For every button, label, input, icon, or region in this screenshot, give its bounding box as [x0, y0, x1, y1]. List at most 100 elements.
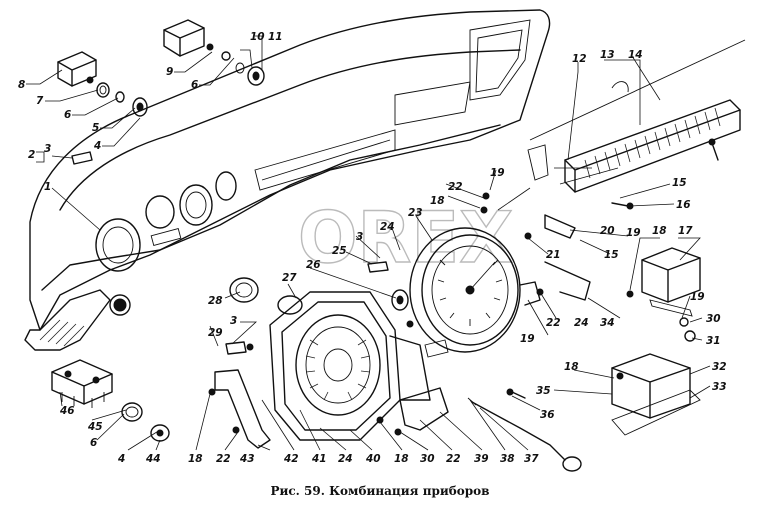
callout-7: 7 — [36, 95, 44, 107]
callout-19-right: 19 — [690, 291, 705, 303]
callout-18-top: 18 — [430, 195, 445, 207]
callout-24-top: 24 — [380, 221, 395, 233]
gauge-26 — [391, 289, 409, 311]
relay-17 — [626, 247, 701, 317]
callout-45: 45 — [87, 421, 103, 433]
callout-26: 26 — [306, 259, 321, 271]
callout-16: 16 — [676, 199, 691, 211]
callout-4: 4 — [93, 140, 101, 152]
callout-43: 43 — [239, 453, 255, 465]
callout-labels: 8 7 6 5 4 2 3 1 9 6 10 11 12 13 14 15 16… — [18, 31, 727, 465]
callout-5: 5 — [92, 122, 99, 134]
callout-38: 38 — [500, 453, 515, 465]
switch-9 — [163, 19, 231, 61]
washers-30-31 — [679, 317, 696, 342]
callout-36: 36 — [540, 409, 555, 421]
callout-10: 10 — [250, 31, 265, 43]
callout-15-low: 15 — [604, 249, 619, 261]
callout-19-low: 19 — [520, 333, 535, 345]
callout-12: 12 — [572, 53, 587, 65]
callout-2: 2 — [28, 149, 35, 161]
callout-40: 40 — [365, 453, 381, 465]
cluster-housing-27 — [269, 291, 431, 441]
dashboard-gauges — [95, 171, 237, 316]
callout-35: 35 — [536, 385, 551, 397]
lamp-3 — [71, 151, 93, 165]
callout-3-mid: 3 — [356, 231, 363, 243]
callout-18-bottom: 18 — [394, 453, 409, 465]
callout-42: 42 — [283, 453, 299, 465]
speedometer-23 — [409, 227, 541, 353]
bracket-34 — [544, 261, 591, 301]
callout-41: 41 — [311, 453, 327, 465]
callout-22-right: 22 — [546, 317, 561, 329]
callout-9: 9 — [166, 66, 173, 78]
bulb-25 — [367, 261, 389, 273]
speedo-cable-37 — [467, 397, 582, 472]
callout-21: 21 — [546, 249, 561, 261]
callout-24-low: 24 — [338, 453, 353, 465]
knob-28 — [229, 277, 259, 303]
callout-44: 44 — [145, 453, 161, 465]
ring-6-top — [115, 91, 125, 103]
bracket-39 — [399, 339, 449, 431]
callout-18-low: 18 — [188, 453, 203, 465]
callout-22-bottom: 22 — [446, 453, 461, 465]
callout-24-right: 24 — [574, 317, 589, 329]
fuse-block-14 — [527, 39, 746, 193]
callout-8: 8 — [18, 79, 25, 91]
knob-5 — [132, 97, 148, 117]
plate-20 — [544, 214, 576, 239]
screw-15 — [708, 138, 719, 161]
callout-25: 25 — [332, 245, 347, 257]
callout-32: 32 — [712, 361, 727, 373]
callout-34: 34 — [600, 317, 615, 329]
callout-30: 30 — [706, 313, 721, 325]
callout-17: 17 — [678, 225, 693, 237]
callout-18-right: 18 — [652, 225, 667, 237]
dashboard-panel — [24, 9, 551, 351]
callout-22-top: 22 — [448, 181, 463, 193]
bracket-43 — [214, 343, 271, 449]
callout-6-mid: 6 — [191, 79, 198, 91]
callout-3: 3 — [44, 143, 51, 155]
callout-39: 39 — [474, 453, 489, 465]
switch-8 — [57, 51, 97, 87]
callout-1: 1 — [44, 181, 51, 193]
screw-16 — [611, 202, 634, 210]
callout-46: 46 — [59, 405, 75, 417]
callout-3-low: 3 — [230, 315, 237, 327]
callout-19-top: 19 — [490, 167, 505, 179]
callout-6: 6 — [64, 109, 71, 121]
callout-15: 15 — [672, 177, 687, 189]
callout-28: 28 — [208, 295, 223, 307]
callout-23: 23 — [408, 207, 423, 219]
small-bulb-3 — [225, 341, 247, 355]
callout-4-low: 4 — [117, 453, 125, 465]
callout-14: 14 — [628, 49, 643, 61]
figure-caption: Рис. 59. Комбинация приборов — [270, 484, 490, 498]
ring-45 — [121, 402, 143, 422]
ring-7 — [96, 82, 110, 98]
leader-lines — [26, 35, 711, 451]
callout-13: 13 — [600, 49, 615, 61]
callout-31: 31 — [706, 335, 721, 347]
callout-22-low: 22 — [216, 453, 231, 465]
switch-46 — [51, 359, 113, 408]
knob-44 — [150, 424, 170, 442]
callout-20: 20 — [600, 225, 615, 237]
callout-6-low: 6 — [90, 437, 97, 449]
callout-33: 33 — [712, 381, 727, 393]
knob-11 — [235, 62, 265, 86]
callout-19-fuse: 19 — [626, 227, 641, 239]
callout-27: 27 — [282, 272, 297, 284]
callout-18-relay: 18 — [564, 361, 579, 373]
callout-37: 37 — [524, 453, 539, 465]
callout-30-low: 30 — [420, 453, 435, 465]
callout-29: 29 — [208, 327, 223, 339]
watermark: OREX — [298, 197, 513, 279]
screw-36 — [506, 388, 526, 399]
relay-32 — [611, 353, 701, 436]
callout-11: 11 — [268, 31, 283, 43]
